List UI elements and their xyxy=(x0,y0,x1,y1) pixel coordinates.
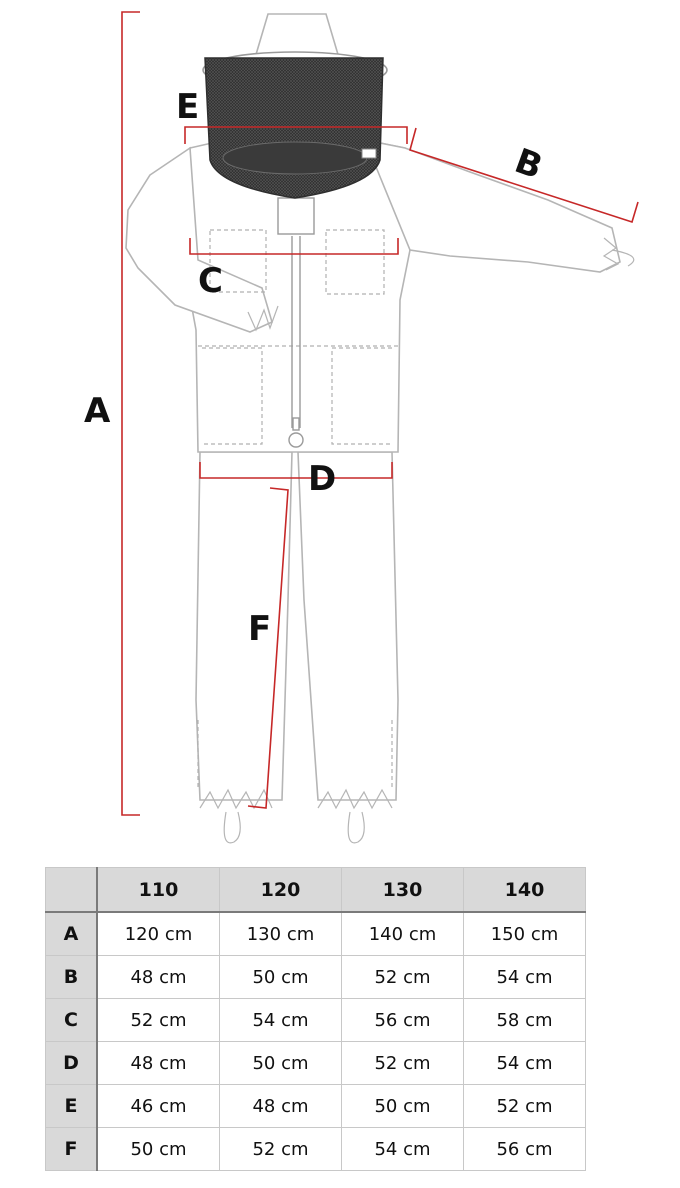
right-wrist-elastic xyxy=(602,237,620,271)
table-cell: 130 cm xyxy=(219,911,342,956)
size-column-header: 110 xyxy=(96,867,220,913)
left-chest-pocket xyxy=(209,229,267,293)
table-cell: 46 cm xyxy=(96,1084,220,1128)
label-e: E xyxy=(176,87,199,127)
table-header-row: 110 120 130 140 xyxy=(45,867,586,913)
table-row: C 52 cm 54 cm 56 cm 58 cm xyxy=(45,998,586,1042)
right-leg xyxy=(297,451,399,801)
table-cell: 48 cm xyxy=(96,955,220,999)
right-hip-pocket xyxy=(331,347,392,445)
table-row: B 48 cm 50 cm 52 cm 54 cm xyxy=(45,955,586,999)
collar-tab xyxy=(277,197,315,235)
row-label: E xyxy=(45,1084,98,1128)
table-cell: 52 cm xyxy=(341,1041,464,1085)
table-cell: 48 cm xyxy=(219,1084,342,1128)
size-chart-table: 110 120 130 140 A 120 cm 130 cm 140 cm 1… xyxy=(45,867,586,1171)
zipper-ring xyxy=(288,432,304,448)
label-f: F xyxy=(248,609,271,649)
label-c: C xyxy=(198,261,223,301)
measure-line-b xyxy=(409,127,639,224)
table-cell: 52 cm xyxy=(463,1084,586,1128)
left-foot-loop xyxy=(223,811,241,844)
left-arm xyxy=(125,146,273,333)
header-corner-cell xyxy=(45,867,98,913)
left-wrist-elastic xyxy=(247,305,279,332)
suit-outline xyxy=(125,138,621,801)
row-label: B xyxy=(45,955,98,999)
label-b: B xyxy=(510,141,548,187)
table-cell: 58 cm xyxy=(463,998,586,1042)
veil-opening xyxy=(222,141,368,175)
left-ankle-elastic xyxy=(199,788,273,810)
measure-line-c xyxy=(189,238,399,255)
table-cell: 48 cm xyxy=(96,1041,220,1085)
table-cell: 56 cm xyxy=(341,998,464,1042)
measure-line-f xyxy=(247,487,289,809)
right-ankle-elastic xyxy=(317,788,393,810)
table-cell: 50 cm xyxy=(219,1041,342,1085)
right-arm xyxy=(363,138,621,273)
table-cell: 54 cm xyxy=(219,998,342,1042)
table-cell: 150 cm xyxy=(463,911,586,956)
table-cell: 52 cm xyxy=(219,1127,342,1171)
table-cell: 50 cm xyxy=(96,1127,220,1171)
table-cell: 52 cm xyxy=(341,955,464,999)
table-cell: 50 cm xyxy=(341,1084,464,1128)
row-label: D xyxy=(45,1041,98,1085)
row-label: F xyxy=(45,1127,98,1171)
right-chest-pocket xyxy=(325,229,385,295)
measurement-lines xyxy=(121,11,639,816)
veil-mesh xyxy=(204,57,384,199)
size-column-header: 120 xyxy=(219,867,342,913)
hat-and-veil xyxy=(202,13,388,199)
measure-line-d xyxy=(199,462,393,479)
row-label: C xyxy=(45,998,98,1042)
left-thumb-loop xyxy=(611,249,635,267)
beekeeping-suit-diagram: A B C D E F xyxy=(84,11,639,844)
table-row: D 48 cm 50 cm 52 cm 54 cm xyxy=(45,1041,586,1085)
measure-line-a xyxy=(121,11,140,816)
row-label: A xyxy=(45,911,98,956)
table-cell: 56 cm xyxy=(463,1127,586,1171)
suit-details xyxy=(197,229,398,790)
measure-line-e xyxy=(184,126,408,144)
left-leg xyxy=(195,451,293,801)
table-row: E 46 cm 48 cm 50 cm 52 cm xyxy=(45,1084,586,1128)
right-foot-loop xyxy=(347,811,365,844)
table-cell: 54 cm xyxy=(341,1127,464,1171)
table-row: A 120 cm 130 cm 140 cm 150 cm xyxy=(45,911,586,956)
table-cell: 120 cm xyxy=(96,911,220,956)
table-cell: 54 cm xyxy=(463,955,586,999)
table-cell: 54 cm xyxy=(463,1041,586,1085)
size-column-header: 130 xyxy=(341,867,464,913)
label-d: D xyxy=(308,459,336,499)
veil-buckle xyxy=(361,148,377,159)
size-column-header: 140 xyxy=(463,867,586,913)
table-cell: 52 cm xyxy=(96,998,220,1042)
table-cell: 140 cm xyxy=(341,911,464,956)
left-hip-pocket xyxy=(202,347,263,445)
elastic-cuffs xyxy=(199,237,635,844)
table-row: F 50 cm 52 cm 54 cm 56 cm xyxy=(45,1127,586,1171)
label-a: A xyxy=(84,391,111,431)
table-cell: 50 cm xyxy=(219,955,342,999)
